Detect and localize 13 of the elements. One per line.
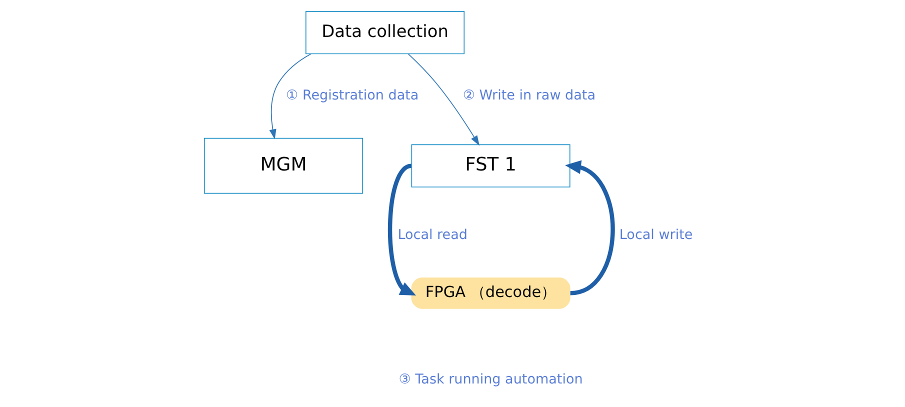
node-box: FST 1: [411, 144, 570, 188]
arrow: [269, 53, 312, 140]
arrow: [408, 53, 480, 146]
label: ③ Task running automation: [398, 372, 583, 388]
node-box: FPGA （decode）: [411, 278, 570, 309]
node-box: MGM: [204, 138, 364, 194]
edge-label: Local write: [619, 226, 693, 243]
edge-label: ② Write in raw data: [462, 87, 596, 104]
arrow: [565, 160, 615, 296]
edge-label: Local read: [398, 226, 468, 243]
edge-label: ① Registration data: [286, 87, 419, 104]
arrow: [388, 164, 416, 296]
node-box: Data collection: [306, 11, 465, 54]
